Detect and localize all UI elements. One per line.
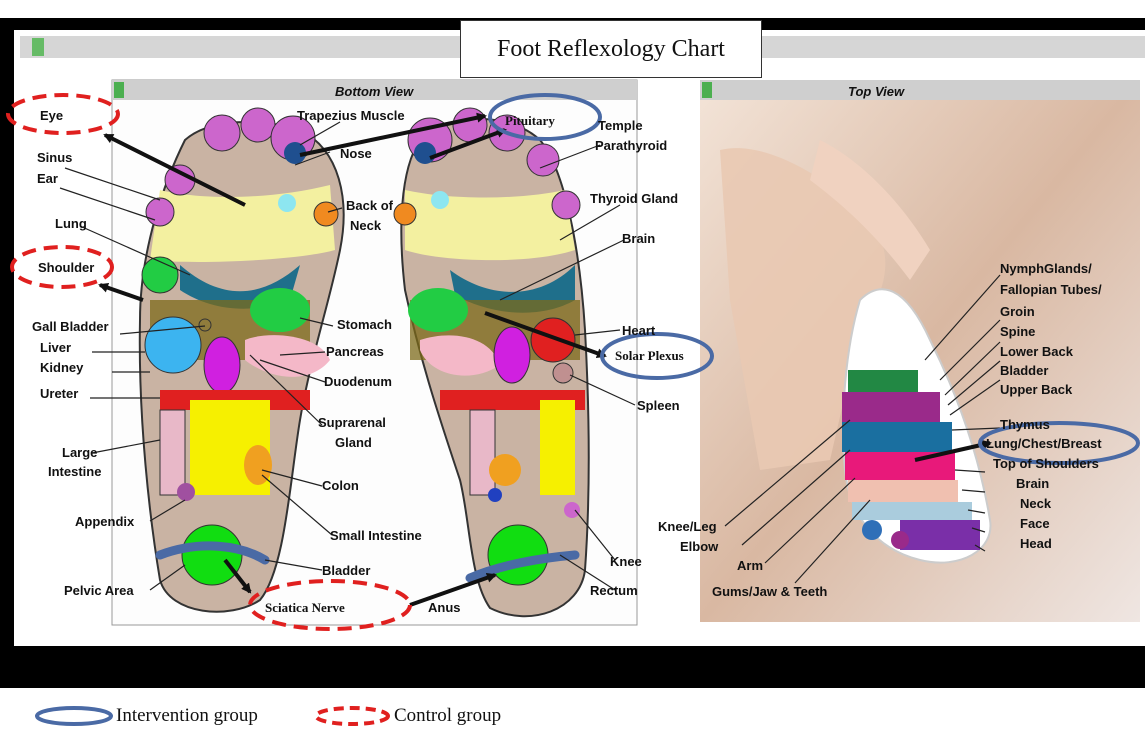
label-gall-bladder: Gall Bladder [32, 319, 109, 334]
label-duodenum: Duodenum [324, 374, 392, 389]
label-trapezius: Trapezius Muscle [297, 108, 405, 123]
label-back-of: Back of [346, 198, 394, 213]
label-large: Large [62, 445, 97, 460]
legend-intervention-label: Intervention group [116, 705, 258, 727]
label-suprarenal: Suprarenal [318, 415, 386, 430]
intervention-swatch-icon [34, 705, 114, 727]
label-kidney: Kidney [40, 360, 84, 375]
label-top-neck: Neck [1020, 496, 1052, 511]
label-face: Face [1020, 516, 1050, 531]
label-neck: Neck [350, 218, 382, 233]
label-anus: Anus [428, 600, 461, 615]
label-nose: Nose [340, 146, 372, 161]
label-brain: Brain [622, 231, 655, 246]
label-colon: Colon [322, 478, 359, 493]
top-view-bar [700, 80, 1140, 100]
label-nymph: NymphGlands/ [1000, 261, 1092, 276]
label-ureter: Ureter [40, 386, 78, 401]
label-shoulder: Shoulder [38, 260, 94, 275]
label-sinus: Sinus [37, 150, 72, 165]
label-bladder: Bladder [322, 563, 370, 578]
legend-control-label: Control group [394, 705, 501, 727]
label-sciatica: Sciatica Nerve [265, 600, 345, 615]
label-stomach: Stomach [337, 317, 392, 332]
label-lung-chest: Lung/Chest/Breast [986, 436, 1102, 451]
label-solar-plexus: Solar Plexus [615, 348, 684, 363]
top-view-title: Top View [848, 84, 905, 99]
label-top-brain: Brain [1016, 476, 1049, 491]
label-lung: Lung [55, 216, 87, 231]
label-elbow: Elbow [680, 539, 719, 554]
label-ear: Ear [37, 171, 58, 186]
label-upper-back: Upper Back [1000, 382, 1073, 397]
bottom-view-title: Bottom View [335, 84, 414, 99]
label-groin: Groin [1000, 304, 1035, 319]
control-swatch-icon [312, 705, 392, 727]
label-gums: Gums/Jaw & Teeth [712, 584, 827, 599]
label-knee: Knee [610, 554, 642, 569]
label-lower-back: Lower Back [1000, 344, 1074, 359]
label-top-bladder: Bladder [1000, 363, 1048, 378]
label-arm: Arm [737, 558, 763, 573]
legend-control: Control group [312, 705, 501, 727]
chart-title: Foot Reflexology Chart [460, 20, 762, 78]
label-thyroid: Thyroid Gland [590, 191, 678, 206]
label-pancreas: Pancreas [326, 344, 384, 359]
label-small-intestine: Small Intestine [330, 528, 422, 543]
label-pelvic: Pelvic Area [64, 583, 134, 598]
label-top-shoulders: Top of Shoulders [993, 456, 1099, 471]
label-gland: Gland [335, 435, 372, 450]
legend-intervention: Intervention group [34, 705, 258, 727]
label-parathyroid: Parathyroid [595, 138, 667, 153]
label-liver: Liver [40, 340, 71, 355]
label-appendix: Appendix [75, 514, 135, 529]
label-rectum: Rectum [590, 583, 638, 598]
label-intestine: Intestine [48, 464, 101, 479]
label-heart: Heart [622, 323, 656, 338]
chart-frame: Bottom View Top View [0, 0, 1145, 688]
label-head: Head [1020, 536, 1052, 551]
label-thymus: Thymus [1000, 417, 1050, 432]
label-pituitary: Pituitary [505, 113, 555, 128]
legend: Intervention group Control group [34, 705, 555, 727]
reflexology-figure: Bottom View Top View [0, 0, 1145, 688]
label-eye: Eye [40, 108, 63, 123]
label-temple: Temple [598, 118, 643, 133]
label-spleen: Spleen [637, 398, 680, 413]
label-knee-leg: Knee/Leg [658, 519, 717, 534]
label-fallopian: Fallopian Tubes/ [1000, 282, 1102, 297]
label-spine: Spine [1000, 324, 1035, 339]
